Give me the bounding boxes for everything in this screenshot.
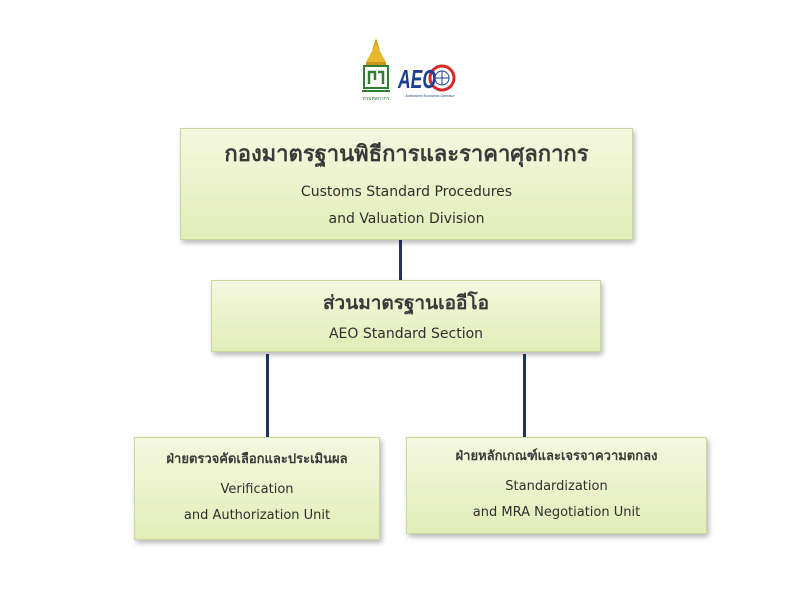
org-node-verification-unit: ฝ่ายตรวจคัดเลือกและประเมินผล Verificatio…	[134, 437, 380, 540]
connector-division-to-section	[399, 240, 402, 280]
org-node-section: ส่วนมาตรฐานเออีโอ AEO Standard Section	[211, 280, 601, 352]
verification-unit-english-line2: and Authorization Unit	[183, 508, 331, 523]
division-english-line2: and Valuation Division	[328, 210, 485, 227]
division-thai-name: กองมาตรฐานพิธีการและราคาศุลกากร	[224, 141, 589, 167]
connector-section-to-standardization-unit	[523, 354, 526, 437]
org-node-standardization-unit: ฝ่ายหลักเกณฑ์และเจรจาความตกลง Standardiz…	[406, 437, 707, 534]
division-english-line1: Customs Standard Procedures	[300, 183, 513, 200]
org-node-division: กองมาตรฐานพิธีการและราคาศุลกากร Customs …	[180, 128, 633, 240]
aeo-logo-text: AEO	[397, 64, 436, 94]
section-english-name: AEO Standard Section	[328, 326, 484, 342]
standardization-unit-english-line1: Standardization	[505, 479, 608, 494]
aeo-logo-icon	[428, 64, 456, 92]
standardization-unit-thai-name: ฝ่ายหลักเกณฑ์และเจรจาความตกลง	[455, 449, 658, 464]
customs-emblem-icon	[362, 38, 390, 92]
verification-unit-english-line1: Verification	[220, 482, 294, 497]
verification-unit-thai-name: ฝ่ายตรวจคัดเลือกและประเมินผล	[166, 452, 348, 467]
aeo-logo-caption: Authorized Economic Operator	[405, 94, 455, 98]
customs-emblem-caption: กรมศุลกากร	[363, 96, 390, 102]
connector-section-to-verification-unit	[266, 354, 269, 437]
section-thai-name: ส่วนมาตรฐานเออีโอ	[322, 292, 490, 314]
standardization-unit-english-line2: and MRA Negotiation Unit	[472, 505, 641, 520]
logo-group: กรมศุลกากร AEO Authorized Economic Opera…	[362, 38, 456, 102]
header-logos: กรมศุลกากร AEO Authorized Economic Opera…	[358, 36, 462, 104]
